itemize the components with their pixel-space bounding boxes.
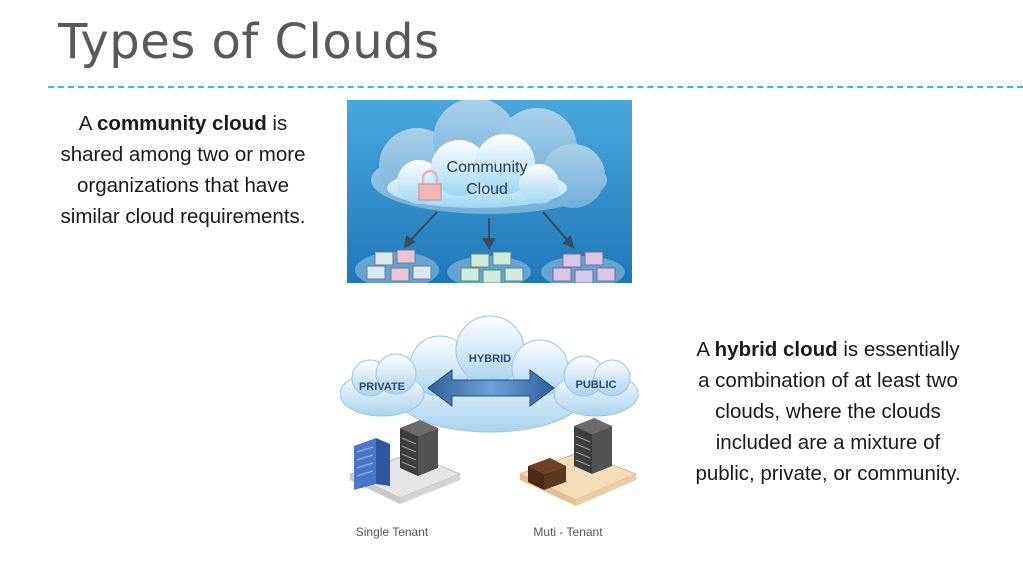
- hybrid-cloud-image: HYBRID PRIVATE PUBLIC: [340, 314, 640, 544]
- public-cloud-shape: [553, 355, 639, 417]
- hybrid-cloud-shape: [394, 315, 586, 433]
- inner-cloud-shape: [387, 134, 567, 208]
- computer-group-left: [355, 249, 439, 283]
- public-label: PUBLIC: [576, 379, 617, 391]
- hybrid-term: hybrid cloud: [714, 338, 838, 361]
- private-label: PRIVATE: [359, 381, 405, 393]
- server-rack-icon: [400, 420, 438, 476]
- community-cloud-label-2: Cloud: [466, 181, 508, 198]
- hybrid-cloud-description: A hybrid cloud is essentially a combinat…: [690, 334, 966, 489]
- server-rack-icon-right: [574, 418, 612, 474]
- slide-title: Types of Clouds: [58, 14, 440, 70]
- multi-tenant-label: Muti - Tenant: [533, 525, 603, 539]
- title-divider: [48, 86, 1023, 88]
- private-cloud-shape: [340, 353, 425, 417]
- arrow-icons: [403, 211, 575, 251]
- hybrid-rest: is essentially a combination of at least…: [695, 338, 961, 485]
- hybrid-prefix: A: [696, 338, 715, 361]
- computer-group-middle: [447, 251, 531, 283]
- community-rest: is shared among two or more organization…: [60, 112, 306, 228]
- computer-group-right: [541, 251, 625, 283]
- hybrid-label: HYBRID: [469, 353, 511, 365]
- community-cloud-label-1: Community: [447, 159, 528, 176]
- community-term: community cloud: [97, 112, 267, 135]
- lock-icon: [418, 169, 442, 201]
- community-cloud-image: Community Cloud: [347, 100, 632, 283]
- community-cloud-description: A community cloud is shared among two or…: [48, 108, 318, 232]
- house-icon: [528, 458, 566, 490]
- double-arrow-icon: [427, 369, 555, 407]
- office-building-icon: [354, 438, 390, 490]
- single-tenant-label: Single Tenant: [356, 525, 429, 539]
- community-prefix: A: [78, 112, 98, 135]
